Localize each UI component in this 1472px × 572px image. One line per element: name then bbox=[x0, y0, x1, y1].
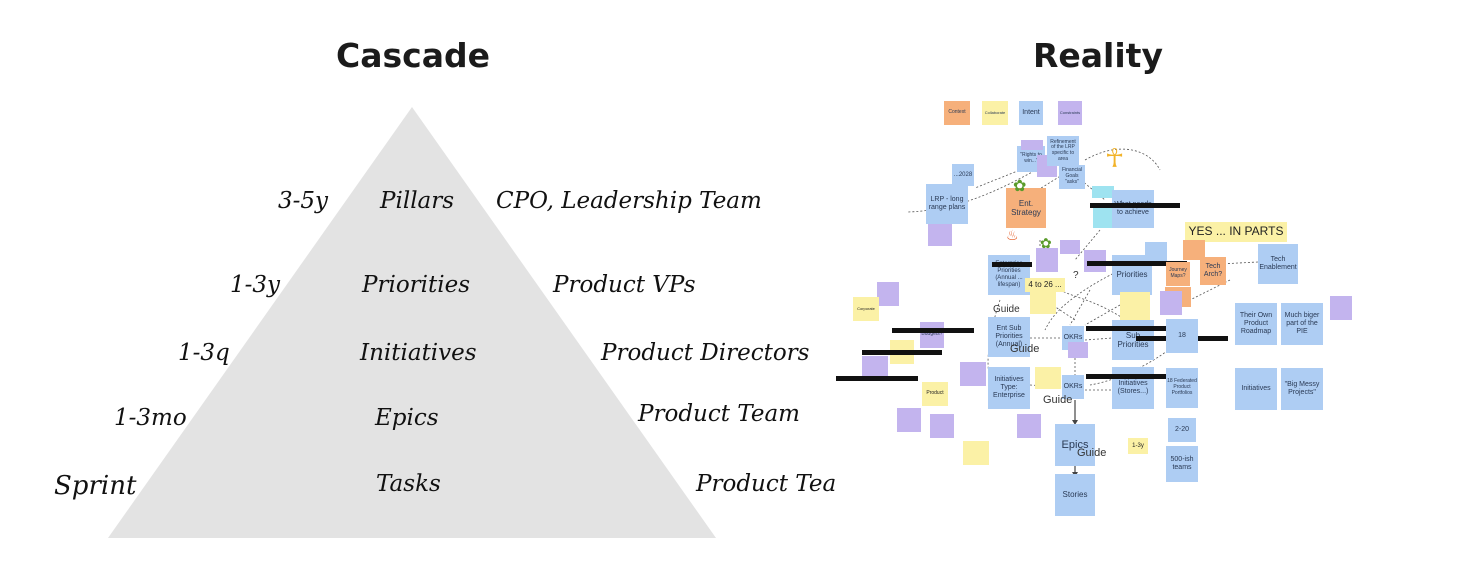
redaction-bar bbox=[1090, 203, 1180, 208]
guide-label-2: Guide bbox=[1010, 343, 1040, 355]
note-teams: 500-ish teams bbox=[1166, 446, 1198, 482]
level-item: Pillars bbox=[380, 188, 455, 214]
note-4-to-26: 4 to 26 ... bbox=[1025, 278, 1065, 292]
guide-label-1: Guide bbox=[993, 304, 1020, 315]
note-tech-enablement: Tech Enablement bbox=[1258, 244, 1298, 284]
redaction-bar bbox=[862, 350, 942, 355]
note-small bbox=[1093, 208, 1115, 228]
level-item: Tasks bbox=[376, 471, 441, 497]
note-small bbox=[1120, 292, 1150, 320]
note-small bbox=[1183, 240, 1205, 260]
note-18-b: 18 Federated Product Portfolios bbox=[1166, 368, 1198, 408]
horizon-label: 1-3y bbox=[230, 272, 281, 298]
note-small bbox=[1017, 414, 1041, 438]
sprout-icon: ✿ bbox=[1040, 236, 1052, 252]
note-small bbox=[1092, 186, 1114, 198]
legend-intent: Intent bbox=[1019, 101, 1043, 125]
note-journey-maps: Journey Maps? bbox=[1166, 262, 1190, 286]
note-okrs-2: OKRs bbox=[1062, 375, 1084, 399]
redaction-bar bbox=[992, 262, 1032, 267]
note-small bbox=[897, 408, 921, 432]
sprout-icon: ✿ bbox=[1013, 176, 1027, 195]
owner-label: Product Tea bbox=[696, 471, 837, 497]
note-their-own: Their Own Product Roadmap bbox=[1235, 303, 1277, 345]
note-lrp: LRP - long range plans bbox=[926, 184, 968, 224]
level-item: Epics bbox=[375, 405, 439, 431]
redaction-bar bbox=[892, 328, 974, 333]
horizon-label: 1-3mo bbox=[114, 405, 187, 431]
note-big-messy: "Big Messy Projects" bbox=[1281, 368, 1323, 410]
owner-label: Product Directors bbox=[601, 340, 810, 366]
fire-icon: ♨ bbox=[1006, 228, 1019, 244]
note-corporate: Corporate bbox=[853, 297, 879, 321]
guide-label-4: Guide bbox=[1077, 447, 1107, 459]
guide-label-3: Guide bbox=[1043, 394, 1073, 406]
note-18-a: 18 bbox=[1166, 319, 1198, 353]
note-much-bigger: Much biger part of the PIE bbox=[1281, 303, 1323, 345]
note-small bbox=[1068, 342, 1088, 358]
note-small bbox=[1030, 292, 1056, 314]
owner-label: Product Team bbox=[638, 401, 800, 427]
note-small bbox=[1035, 367, 1061, 389]
note-stories: Stories bbox=[1055, 474, 1095, 516]
note-small bbox=[1036, 248, 1058, 272]
horizon-label: Sprint bbox=[54, 471, 137, 501]
note-refinement: Refinement of the LRP specific to area bbox=[1047, 136, 1079, 166]
note-enterprise-priorities: Enterprise Priorities (Annual ... lifesp… bbox=[988, 255, 1030, 295]
note-small bbox=[930, 414, 954, 438]
note-small bbox=[963, 441, 989, 465]
note-initiatives: Initiatives bbox=[1235, 368, 1277, 410]
note-small bbox=[877, 282, 899, 306]
note-small bbox=[1060, 240, 1080, 254]
note-product: Product bbox=[922, 382, 948, 406]
note-ent-strategy: Ent. Strategy bbox=[1006, 188, 1046, 228]
horizon-label: 3-5y bbox=[278, 188, 329, 214]
note-financial: Financial Goals "asks" bbox=[1059, 165, 1085, 189]
redaction-bar bbox=[836, 376, 918, 381]
note-budgets: Budgets? bbox=[920, 322, 944, 348]
redaction-bar bbox=[1087, 261, 1187, 266]
level-item: Priorities bbox=[362, 272, 471, 298]
note-small bbox=[1330, 296, 1352, 320]
note-small bbox=[1160, 291, 1182, 315]
note-small bbox=[928, 224, 952, 246]
note-1-3y: 1-3y bbox=[1128, 438, 1148, 454]
note-epics: Epics bbox=[1055, 424, 1095, 466]
flex-arm-icon: ☥ bbox=[1105, 144, 1125, 174]
redaction-bar bbox=[1086, 374, 1178, 379]
owner-label: CPO, Leadership Team bbox=[496, 188, 762, 214]
legend-context: Context bbox=[944, 101, 970, 125]
note-small bbox=[1021, 140, 1043, 150]
note-2-20: 2-20 bbox=[1168, 418, 1196, 442]
note-what-needs: What needs to achieve bbox=[1112, 190, 1154, 228]
legend-collaborate: Collaborate bbox=[982, 101, 1008, 125]
note-tech-arch: Tech Arch? bbox=[1200, 257, 1226, 285]
question-mark: ? bbox=[1073, 270, 1079, 281]
note-initiatives-type: Initiatives Type: Enterprise bbox=[988, 367, 1030, 409]
reality-title: Reality bbox=[1033, 36, 1163, 75]
legend-constraints: Constraints bbox=[1058, 101, 1082, 125]
redaction-bar bbox=[1086, 326, 1176, 331]
note-2028: ...2028 bbox=[952, 164, 974, 186]
note-yes-parts: YES ... IN PARTS bbox=[1185, 222, 1287, 242]
level-item: Initiatives bbox=[360, 340, 477, 366]
note-ent-sub: Ent Sub Priorities (Annual) bbox=[988, 317, 1030, 357]
cascade-title: Cascade bbox=[336, 36, 490, 75]
note-small bbox=[960, 362, 986, 386]
owner-label: Product VPs bbox=[553, 272, 696, 298]
horizon-label: 1-3q bbox=[178, 340, 230, 366]
